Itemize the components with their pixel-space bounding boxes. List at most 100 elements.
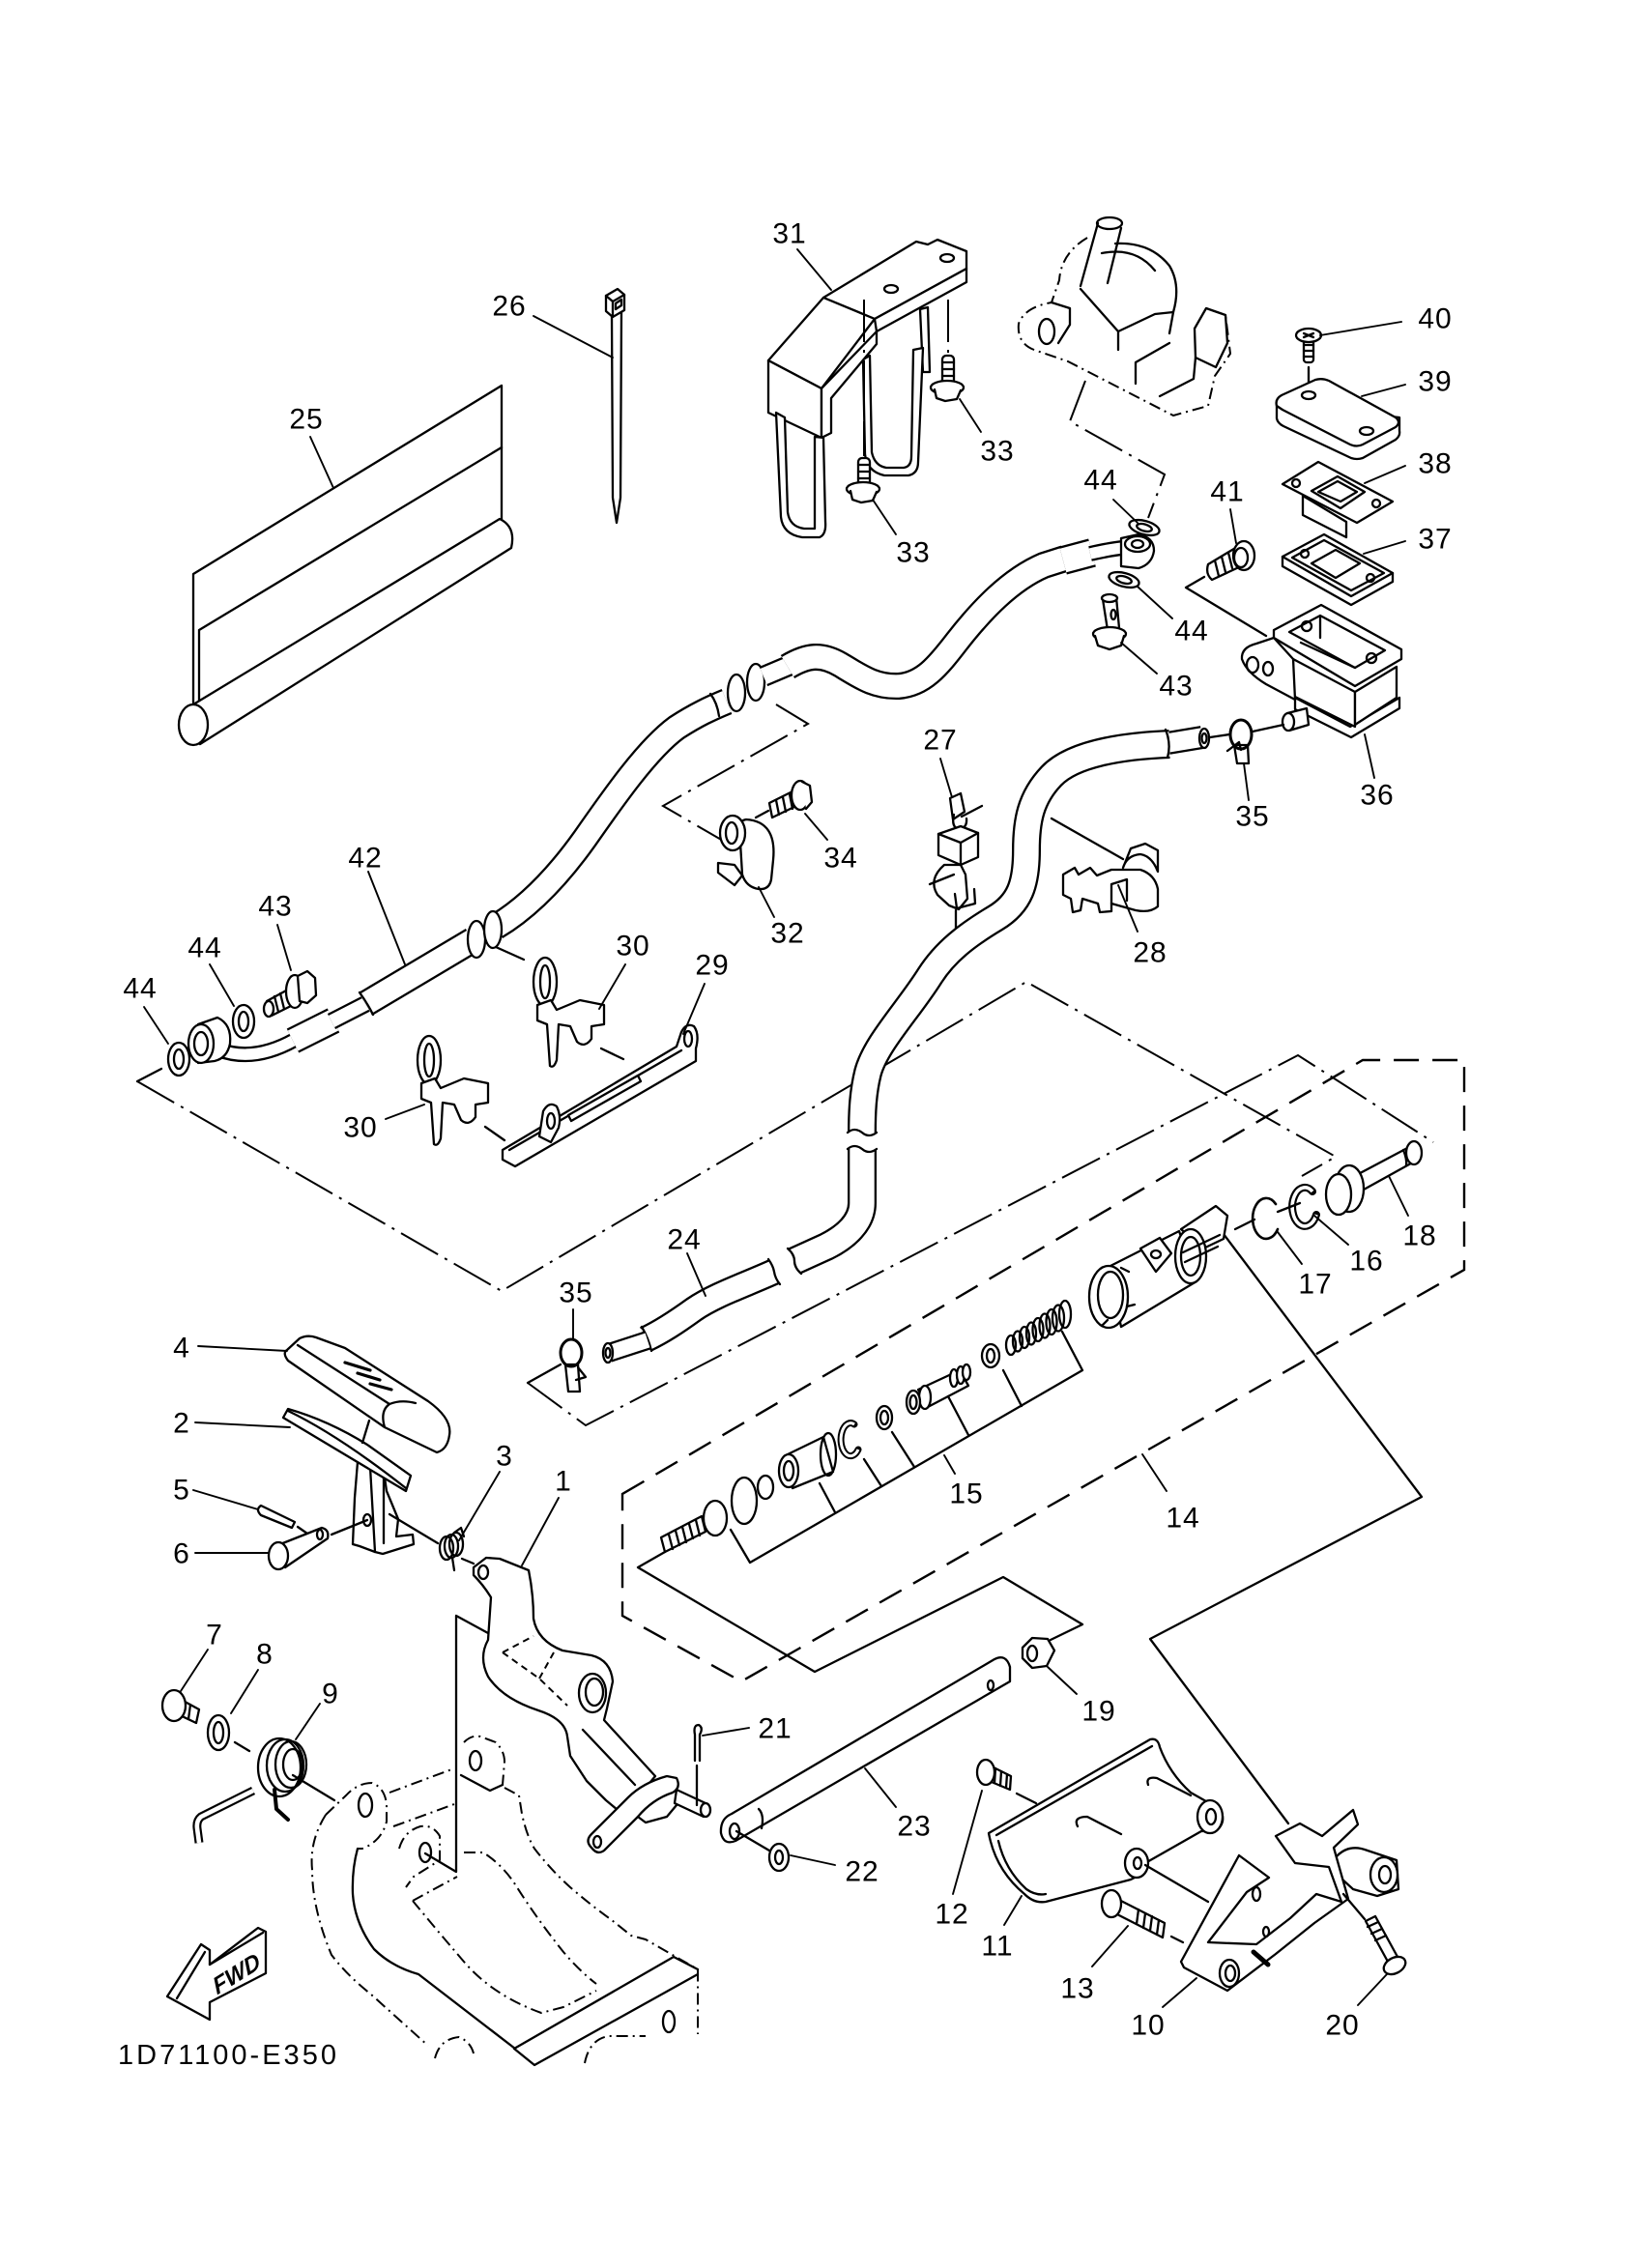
circlip-15-inner <box>839 1421 860 1458</box>
callout-39: 39 <box>1418 366 1452 398</box>
callout-44-inner: 44 <box>187 933 221 964</box>
clevis-shank <box>278 1526 330 1569</box>
plate-hole-2 <box>1365 572 1376 584</box>
hose-lower-fill <box>789 1149 875 1273</box>
callout-18: 18 <box>1402 1220 1436 1252</box>
callout-38: 38 <box>1418 448 1452 480</box>
part-7-bolt <box>160 1649 209 1725</box>
callout-30-upper: 30 <box>616 931 649 962</box>
lever1-to-frame-line <box>423 1614 490 1874</box>
tie-strap <box>610 307 623 525</box>
cylinder-ear <box>1139 1236 1173 1274</box>
bolt-axis-line <box>1341 1892 1367 1921</box>
bolt-thread-ridges <box>774 792 794 817</box>
bolt-43-grooves <box>273 991 286 1014</box>
clamp-loop-hole <box>724 820 739 846</box>
spring-second-leg <box>273 1788 290 1822</box>
bolt-head <box>160 1688 187 1723</box>
clip-block <box>1110 877 1129 905</box>
leader-3 <box>458 1471 501 1541</box>
leader-31 <box>796 248 832 291</box>
part-29-bracket <box>501 983 706 1168</box>
bolt-end-ring <box>1401 1148 1408 1167</box>
cylinder-ear-hole <box>1245 655 1260 675</box>
caliper-ear <box>1050 301 1072 345</box>
spring-coil <box>1045 1307 1058 1336</box>
cover-boss-upper <box>1196 1798 1225 1835</box>
cylinder-cap-notches <box>1100 1266 1137 1328</box>
lever-yoke <box>587 1774 679 1854</box>
frame-crossbar <box>389 1767 455 1827</box>
cotter-axis-line <box>296 1525 309 1536</box>
part-35-clamp-upper <box>1208 718 1285 801</box>
brake-caliper-reference <box>1017 215 1231 416</box>
hose-left-rubber-fill <box>360 930 478 1015</box>
hose-mid-section-fill <box>489 691 732 937</box>
washer-44-upper <box>1128 518 1161 537</box>
leader-29 <box>682 983 706 1035</box>
part-39-reservoir-cap <box>1275 378 1406 461</box>
cylinder-cap-bore <box>1096 1270 1125 1320</box>
bracket-top-edge <box>873 267 968 333</box>
caliper-arch <box>1100 242 1178 335</box>
bolt-43-tip <box>262 999 275 1019</box>
spring-coil <box>1011 1330 1024 1353</box>
hose-24-break-cap <box>766 1257 782 1286</box>
nut-bore <box>1025 1644 1039 1663</box>
callout-3: 3 <box>496 1441 513 1473</box>
hose-break-cap-3 <box>786 1247 803 1276</box>
part-30-clip-upper <box>532 956 626 1068</box>
pushrod-nut <box>702 1499 729 1537</box>
boot-flange <box>819 1431 838 1478</box>
leader-4 <box>197 1345 288 1352</box>
washer-axis-line <box>233 1740 251 1753</box>
clamp-axis-line <box>1208 723 1285 739</box>
cylinder-inner-wall <box>1299 614 1357 670</box>
shaft-end-hole <box>728 1822 741 1841</box>
callout-2: 2 <box>173 1408 190 1440</box>
part-38-diaphragm <box>1281 460 1406 539</box>
shaft-pin-hole <box>986 1679 995 1692</box>
callout-36: 36 <box>1360 780 1394 812</box>
bracket-left-hole <box>545 1111 557 1131</box>
frame-middle-ear <box>398 1824 441 1888</box>
leader-34 <box>804 813 828 841</box>
callout-11: 11 <box>981 1931 1013 1963</box>
washer-44-upper-hole <box>1136 522 1153 533</box>
pedal-pin-hole <box>361 1512 373 1528</box>
lever-boss-inner <box>584 1677 605 1708</box>
callout-26: 26 <box>492 291 526 323</box>
hose-upper-banjo-face <box>1123 534 1152 554</box>
clamp-ring <box>559 1337 584 1368</box>
leader-35-upper <box>1243 762 1250 801</box>
bolt-head <box>1382 1955 1407 1976</box>
frame-right-ear <box>463 1735 505 1786</box>
diaphragm-skirt <box>1301 494 1348 539</box>
bolt-thread-ridges <box>1366 1920 1388 1942</box>
bolt-hex-head <box>800 780 814 811</box>
part-3-return-spring <box>388 1471 501 1572</box>
hose-24-fill <box>640 1261 779 1350</box>
leader-1 <box>521 1497 560 1566</box>
callout-8: 8 <box>256 1639 274 1671</box>
diaphragm-hole-2 <box>1370 498 1382 509</box>
part-14-cylinder-body <box>1087 1204 1229 1492</box>
hose-mid-sleeve-band <box>708 692 721 718</box>
leader-40 <box>1319 321 1402 336</box>
cover-boss-upper-hole <box>1204 1807 1218 1826</box>
callout-22: 22 <box>845 1856 879 1888</box>
clip-loop-inner <box>538 963 552 1000</box>
spring-coil <box>1038 1312 1052 1339</box>
washer-44-lower <box>1108 570 1140 589</box>
piston-cup-2 <box>905 1389 922 1416</box>
tie-head-slot <box>614 298 623 311</box>
frame-left-ear-hole <box>357 1792 374 1819</box>
leader-28 <box>1117 884 1139 933</box>
cover-slots <box>1075 1776 1193 1836</box>
brake-hose-lower <box>786 726 1211 1276</box>
bolt-collar-front <box>1324 1172 1353 1217</box>
pad-grip-ribs <box>343 1361 393 1392</box>
arm-small-hole <box>1261 1925 1271 1938</box>
part-6-clevis-pin <box>194 1518 369 1571</box>
screw-thread-ridges <box>1302 343 1315 359</box>
